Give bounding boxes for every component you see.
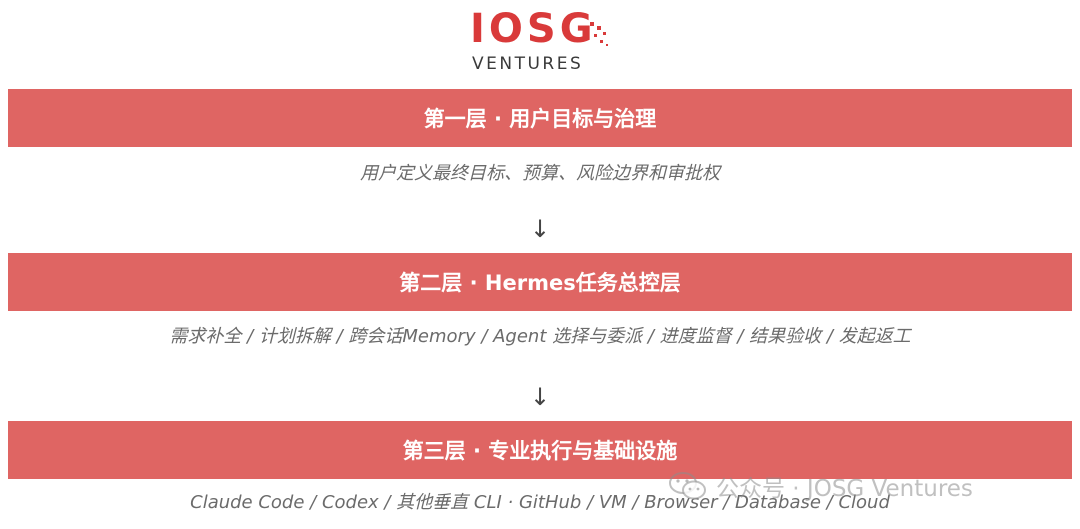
- logo-subtitle: VENTURES: [472, 54, 584, 74]
- iosg-logo: IOSG VENTURES: [470, 6, 610, 74]
- layer-1-title: 第一层 · 用户目标与治理: [423, 107, 657, 131]
- layer-1-band: 第一层 · 用户目标与治理: [8, 89, 1072, 147]
- watermark-text: 公众号 · JOSG Ventures: [716, 476, 973, 502]
- layer-2-description: 需求补全 / 计划拆解 / 跨会话Memory / Agent 选择与委派 / …: [169, 326, 911, 347]
- layer-3-description: Claude Code / Codex / 其他垂直 CLI · GitHub …: [190, 492, 890, 513]
- layer-2-band: 第二层 · Hermes任务总控层: [8, 253, 1072, 311]
- wechat-icon: [669, 472, 706, 500]
- layer-3-band: 第三层 · 专业执行与基础设施: [8, 421, 1072, 479]
- logo-wordmark: IOSG: [470, 6, 597, 52]
- down-arrow-icon: ↓: [529, 383, 551, 411]
- layer-3-title: 第三层 · 专业执行与基础设施: [402, 439, 678, 463]
- logo-pixel-dots: [590, 22, 608, 46]
- down-arrow-icon: ↓: [529, 215, 551, 243]
- layer-2-title: 第二层 · Hermes任务总控层: [399, 271, 681, 295]
- layer-1-description: 用户定义最终目标、预算、风险边界和审批权: [360, 163, 720, 184]
- watermark: 公众号 · JOSG Ventures: [668, 468, 973, 504]
